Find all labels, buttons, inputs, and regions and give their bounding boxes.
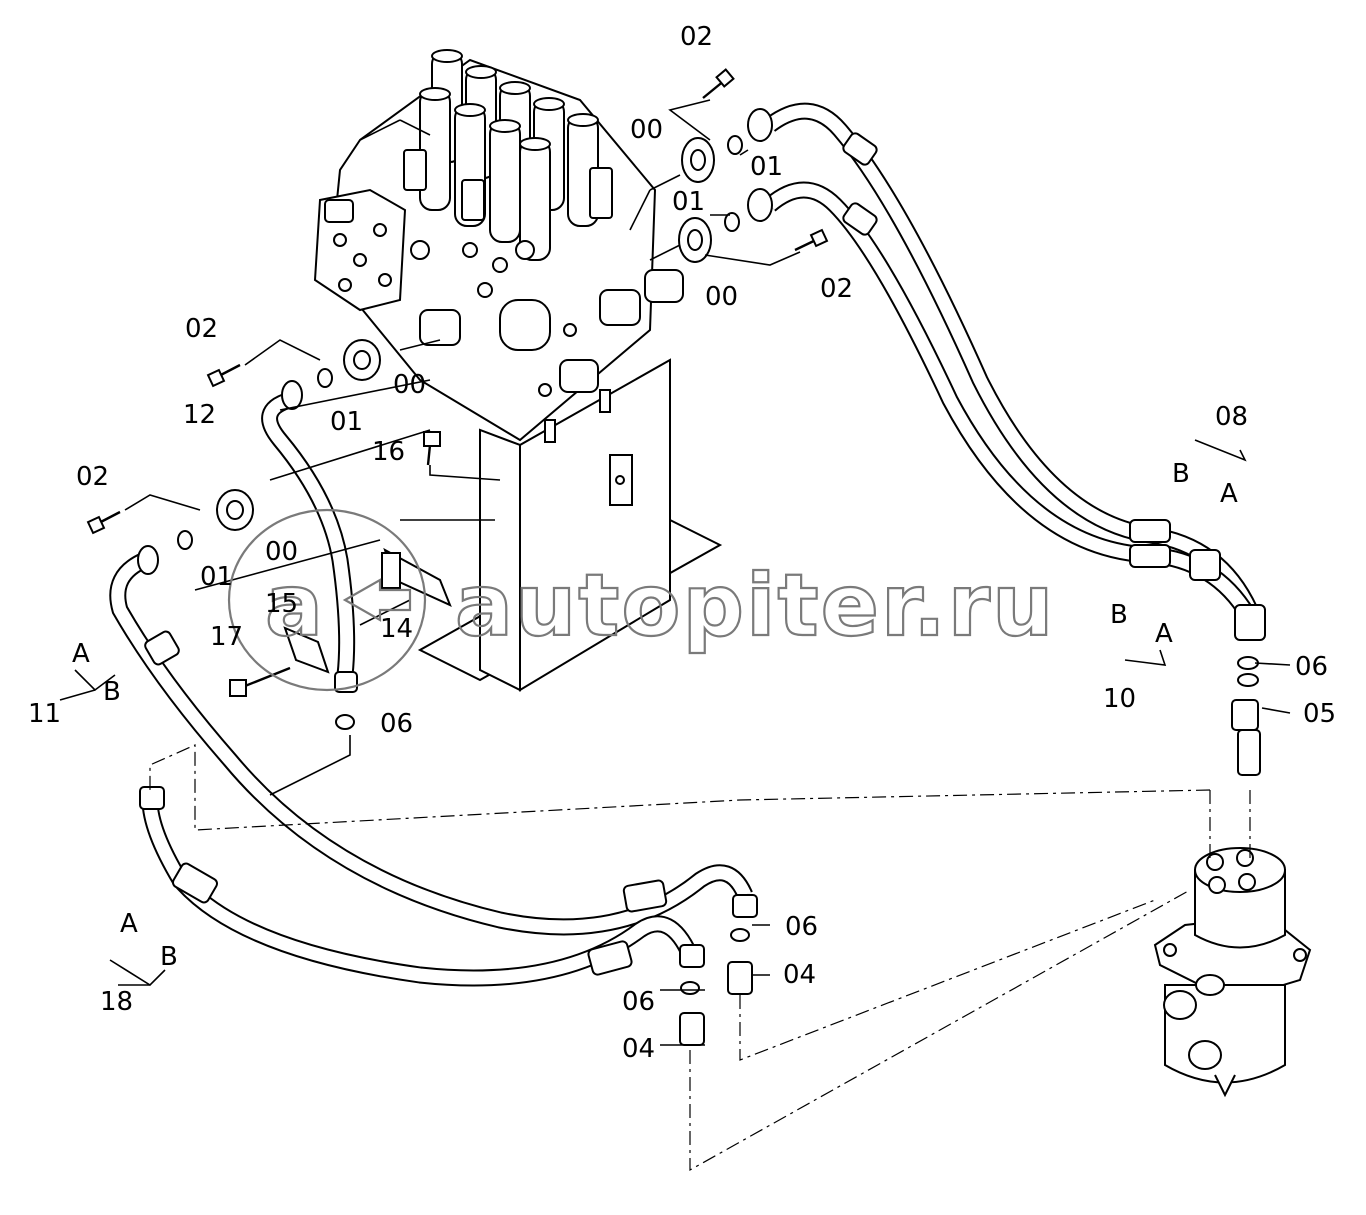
part-labels: 02 00 01 01 02 00 02 00 01 12 16 02 00 0… <box>28 22 1336 1064</box>
label-12: 12 <box>183 400 216 430</box>
label-06-right: 06 <box>1295 652 1328 682</box>
label-a-08: A <box>1220 479 1238 509</box>
label-00-far-left: 00 <box>265 537 298 567</box>
label-01-far-left: 01 <box>200 562 233 592</box>
label-04-bottom-2: 04 <box>622 1034 655 1064</box>
label-01-mid: 01 <box>672 187 705 217</box>
label-02-far-left: 02 <box>76 462 109 492</box>
label-a-11: A <box>72 639 90 669</box>
label-08: 08 <box>1215 402 1248 432</box>
label-18: 18 <box>100 987 133 1017</box>
control-valve-assembly <box>313 49 723 692</box>
label-00-mid: 00 <box>705 282 738 312</box>
label-14: 14 <box>380 614 413 644</box>
label-02-left: 02 <box>185 314 218 344</box>
label-01-left: 01 <box>330 407 363 437</box>
label-01-top: 01 <box>750 152 783 182</box>
label-06-bottom-2: 06 <box>622 987 655 1017</box>
label-a-18: A <box>120 909 138 939</box>
label-00-top: 00 <box>630 115 663 145</box>
label-17: 17 <box>210 622 243 652</box>
label-11: 11 <box>28 699 61 729</box>
label-02-right: 02 <box>820 274 853 304</box>
watermark: a autopiter.ru <box>227 508 1055 692</box>
label-02-top: 02 <box>680 22 713 52</box>
watermark-text: autopiter.ru <box>455 556 1055 656</box>
valve-spools <box>419 49 599 261</box>
label-16: 16 <box>372 437 405 467</box>
leader-lines <box>59 99 1291 1172</box>
watermark-logo-letter: a <box>265 556 325 656</box>
label-b-11: B <box>103 677 121 707</box>
label-15: 15 <box>265 589 298 619</box>
label-b-18: B <box>160 942 178 972</box>
label-10: 10 <box>1103 684 1136 714</box>
label-04-bottom-1: 04 <box>783 960 816 990</box>
label-a-10: A <box>1155 619 1173 649</box>
label-b-10: B <box>1110 600 1128 630</box>
hoses <box>109 102 1266 987</box>
label-b-08: B <box>1172 459 1190 489</box>
label-00-left: 00 <box>393 370 426 400</box>
label-05: 05 <box>1303 699 1336 729</box>
label-06-center: 06 <box>380 709 413 739</box>
label-06-bottom-1: 06 <box>785 912 818 942</box>
fittings <box>86 68 1261 1046</box>
center-joint <box>1153 847 1312 1098</box>
